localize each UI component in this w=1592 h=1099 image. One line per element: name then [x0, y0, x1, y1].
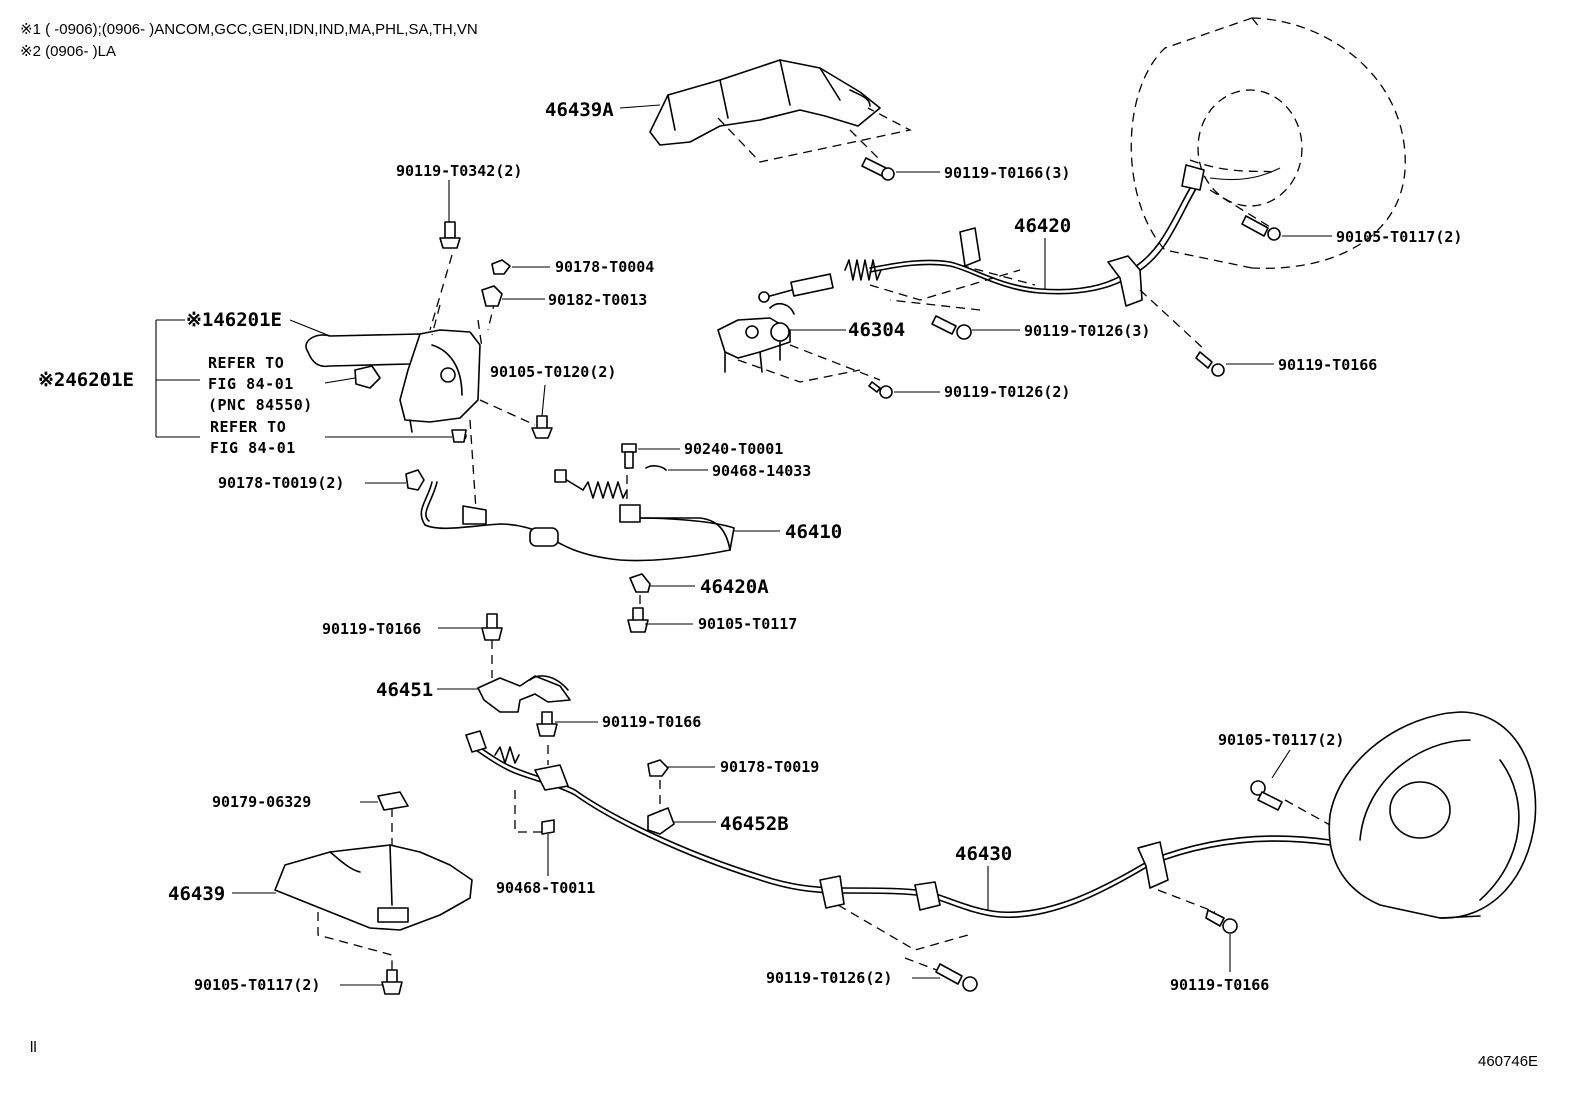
label-46410: 46410: [785, 521, 842, 543]
label-90119-T0166-3: 90119-T0166(3): [944, 164, 1070, 182]
clip-46420A: [629, 573, 651, 593]
label-90119-T0126-3: 90119-T0126(3): [1024, 322, 1150, 340]
lever-bracket-46304: [717, 302, 795, 373]
bolt-icon: [1195, 351, 1225, 377]
part-labels: 46439A 90119-T0342(2) 90119-T0166(3) 901…: [38, 99, 1462, 994]
label-46304: 46304: [848, 319, 905, 341]
label-46201E-1: ※146201E: [186, 309, 282, 331]
pin-icon: [621, 443, 637, 469]
refer-note-1-line1: REFER TO: [208, 354, 284, 372]
label-90105-T0117-2-top: 90105-T0117(2): [1336, 228, 1462, 246]
bolt-icon: [935, 963, 978, 992]
bolt-icon: [381, 969, 403, 995]
clip-90468-T0011: [541, 819, 555, 835]
label-90105-T0120: 90105-T0120(2): [490, 363, 616, 381]
label-46420A: 46420A: [700, 576, 769, 598]
label-90468-14033: 90468-14033: [712, 462, 811, 480]
label-90105-T0117-2-right: 90105-T0117(2): [1218, 731, 1344, 749]
parking-brake-lever-46201E: [305, 329, 481, 441]
label-90178-T0019-2: 90178-T0019(2): [218, 474, 344, 492]
bolt-icon: [861, 157, 895, 181]
heat-insulator-46439A: [649, 59, 881, 146]
refer-note-1-line2: FIG 84-01: [208, 375, 294, 393]
label-90119-T0166-mid: 90119-T0166: [322, 620, 421, 638]
label-90119-T0166-top: 90119-T0166: [1278, 356, 1377, 374]
label-90240-T0001: 90240-T0001: [684, 440, 783, 458]
label-90182-T0013: 90182-T0013: [548, 291, 647, 309]
bolt-icon: [536, 711, 558, 737]
label-90119-T0126-2-top: 90119-T0126(2): [944, 383, 1070, 401]
rear-brake-backing-plate-right: [1130, 17, 1406, 269]
refer-note-2-line1: REFER TO: [210, 418, 286, 436]
label-46439: 46439: [168, 883, 225, 905]
label-90119-T0166-bottom: 90119-T0166: [1170, 976, 1269, 994]
label-46439A: 46439A: [545, 99, 614, 121]
refer-note-1-line3: (PNC 84550): [208, 396, 313, 414]
cable-bracket-46451: [477, 675, 571, 713]
front-cable-46410: [420, 469, 735, 562]
bolt-icon: [1205, 909, 1238, 934]
clip-icon: [645, 465, 667, 471]
nut-icon: [647, 759, 669, 777]
bolt-icon: [868, 381, 893, 399]
footer-mark: ll: [30, 1039, 37, 1056]
bolt-icon: [451, 429, 467, 443]
nut-icon: [377, 791, 409, 811]
heat-insulator-46439: [274, 844, 473, 931]
rear-brake-backing-plate-left: [1328, 711, 1537, 919]
nut-icon: [491, 259, 511, 275]
cable-46420: [758, 164, 1281, 307]
label-90178-T0004: 90178-T0004: [555, 258, 654, 276]
bolt-icon: [931, 315, 972, 340]
label-90119-T0342: 90119-T0342(2): [396, 162, 522, 180]
bolt-icon: [1250, 780, 1283, 811]
label-90179-06329: 90179-06329: [212, 793, 311, 811]
refer-note-2-line2: FIG 84-01: [210, 439, 296, 457]
label-46452B: 46452B: [720, 813, 789, 835]
label-46451: 46451: [376, 679, 433, 701]
label-90119-T0166-low: 90119-T0166: [602, 713, 701, 731]
label-90468-T0011: 90468-T0011: [496, 879, 595, 897]
rear-cable-46430: [465, 730, 1451, 919]
label-90105-T0117-mid: 90105-T0117: [698, 615, 797, 633]
label-46201E-2: ※246201E: [38, 369, 134, 391]
fastener-icons: [377, 157, 1283, 995]
bolt-icon: [481, 613, 503, 641]
bolt-icon: [531, 415, 553, 439]
clip-46452B: [647, 807, 675, 835]
label-90119-T0126-2-bottom: 90119-T0126(2): [766, 969, 892, 987]
label-90105-T0117-2-bottom: 90105-T0117(2): [194, 976, 320, 994]
label-90178-T0019: 90178-T0019: [720, 758, 819, 776]
label-46420: 46420: [1014, 215, 1071, 237]
label-46430: 46430: [955, 843, 1012, 865]
nut-icon: [405, 469, 425, 491]
bolt-icon: [439, 221, 461, 249]
nut-icon: [481, 285, 503, 307]
bolt-icon: [1241, 215, 1281, 241]
applicability-note-1: ※1 ( -0906);(0906- )ANCOM,GCC,GEN,IDN,IN…: [20, 21, 478, 38]
bolt-icon: [627, 607, 649, 633]
figure-id: 460746E: [1478, 1053, 1538, 1070]
applicability-note-2: ※2 (0906- )LA: [20, 43, 116, 60]
leader-lines: [155, 104, 1332, 986]
